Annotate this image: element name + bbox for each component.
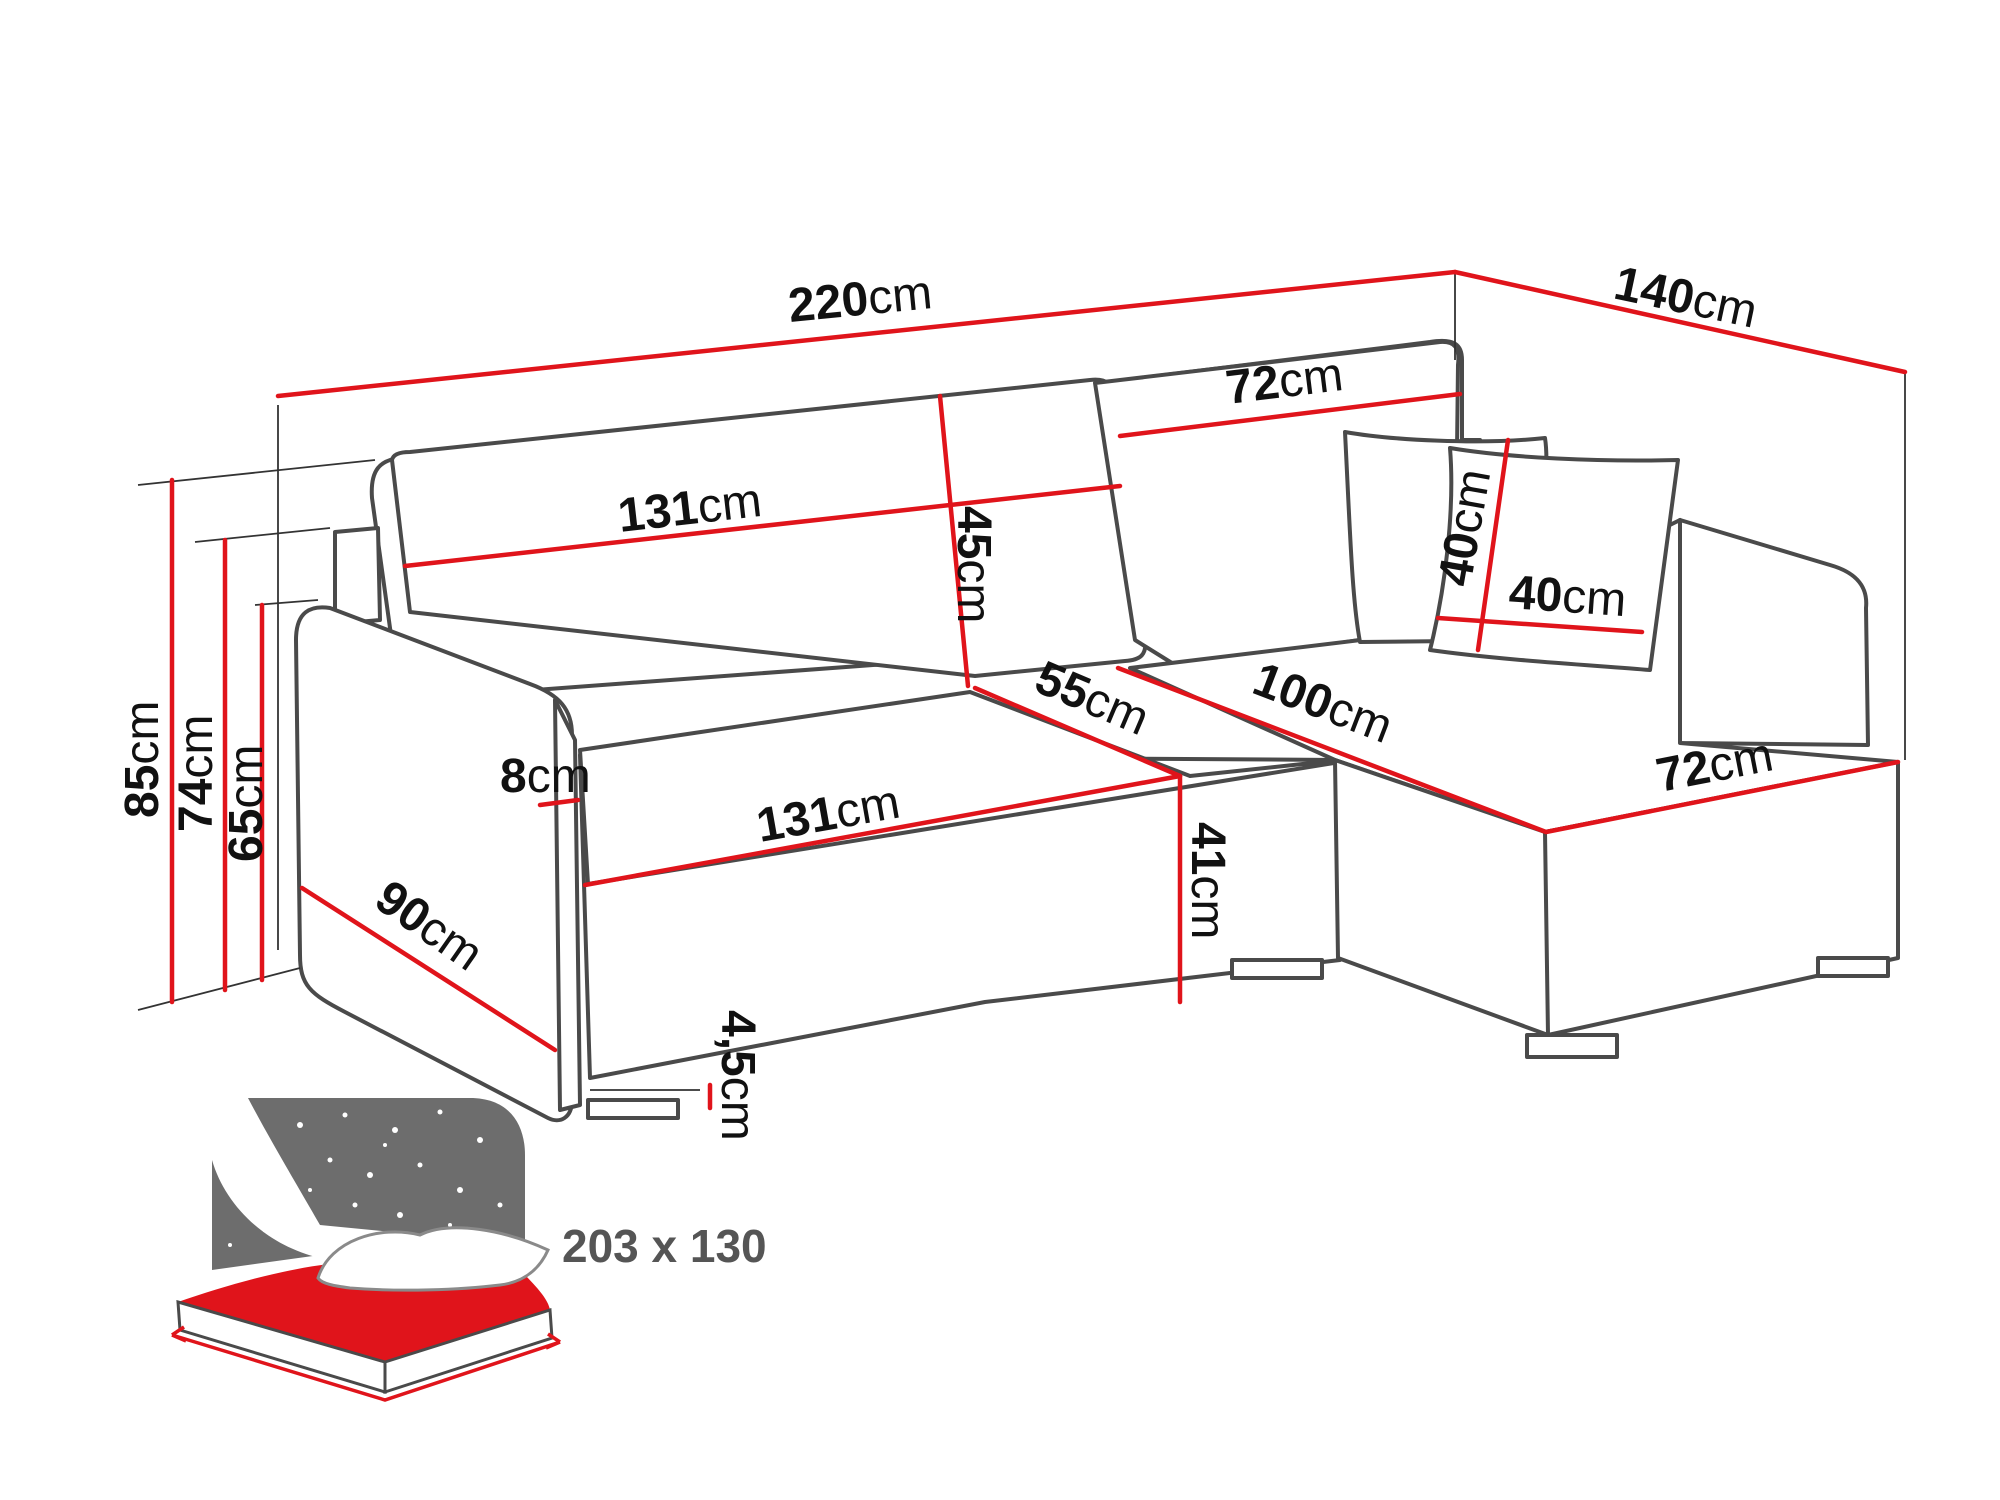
label-45: 45cm bbox=[947, 506, 1000, 623]
sofa-drawing bbox=[294, 339, 1900, 1123]
night-sky-icon bbox=[248, 1098, 525, 1245]
leg-chaise-front bbox=[1525, 1033, 1619, 1059]
chaise-armrest-right bbox=[1678, 518, 1870, 747]
dim-line-72-chaise bbox=[1543, 759, 1901, 835]
label-41: 41cm bbox=[1181, 822, 1234, 939]
dim-line-8 bbox=[537, 797, 581, 808]
moon-curve-icon bbox=[212, 1140, 330, 1258]
bed-arrow-icon bbox=[171, 1325, 561, 1402]
night-sky-lower-icon bbox=[212, 1148, 320, 1270]
label-40-vert: 40cm bbox=[1429, 465, 1502, 590]
dim-line-40-vert bbox=[1475, 437, 1511, 653]
dim-line-45 bbox=[937, 393, 971, 689]
dim-line-90 bbox=[299, 885, 558, 1053]
dim-line-131-back bbox=[402, 483, 1123, 569]
dim-line-140 bbox=[1452, 269, 1908, 375]
dim-line-220 bbox=[275, 269, 1458, 399]
pillow-front bbox=[1428, 446, 1680, 672]
label-140: 140cm bbox=[1610, 257, 1762, 339]
armrest-left bbox=[333, 526, 382, 626]
dim-line-72-back bbox=[1117, 391, 1463, 439]
label-72-back: 72cm bbox=[1223, 348, 1346, 415]
label-4-5: 4,5cm bbox=[711, 1010, 764, 1141]
label-74: 74cm bbox=[170, 715, 223, 832]
dim-line-131-seat bbox=[582, 773, 1183, 888]
label-8: 8cm bbox=[500, 750, 591, 803]
label-85: 85cm bbox=[116, 701, 169, 818]
sleeping-area-icon: 203 x 130 bbox=[171, 1098, 767, 1402]
leg-mid bbox=[1230, 958, 1324, 980]
label-131-seat: 131cm bbox=[753, 776, 904, 853]
label-65: 65cm bbox=[220, 745, 273, 862]
label-40-horz: 40cm bbox=[1507, 566, 1628, 627]
label-220: 220cm bbox=[786, 266, 935, 333]
dim-line-55 bbox=[972, 685, 1183, 779]
chaise-corner-edge bbox=[1543, 830, 1550, 1037]
armrest-front bbox=[294, 605, 574, 1123]
dimension-lines bbox=[169, 269, 1908, 1111]
label-72-chaise: 72cm bbox=[1652, 728, 1777, 802]
leg-front-left bbox=[586, 1098, 680, 1120]
label-131-back: 131cm bbox=[615, 474, 764, 543]
guide-lines bbox=[137, 272, 1906, 1091]
bed-pillow-icon bbox=[316, 1226, 550, 1292]
dim-line-40-horz bbox=[1435, 615, 1645, 635]
star-icons bbox=[228, 1109, 503, 1247]
dim-line-100 bbox=[1115, 665, 1549, 835]
leg-chaise-right bbox=[1816, 956, 1890, 978]
bed-size-label: 203 x 130 bbox=[562, 1220, 767, 1272]
